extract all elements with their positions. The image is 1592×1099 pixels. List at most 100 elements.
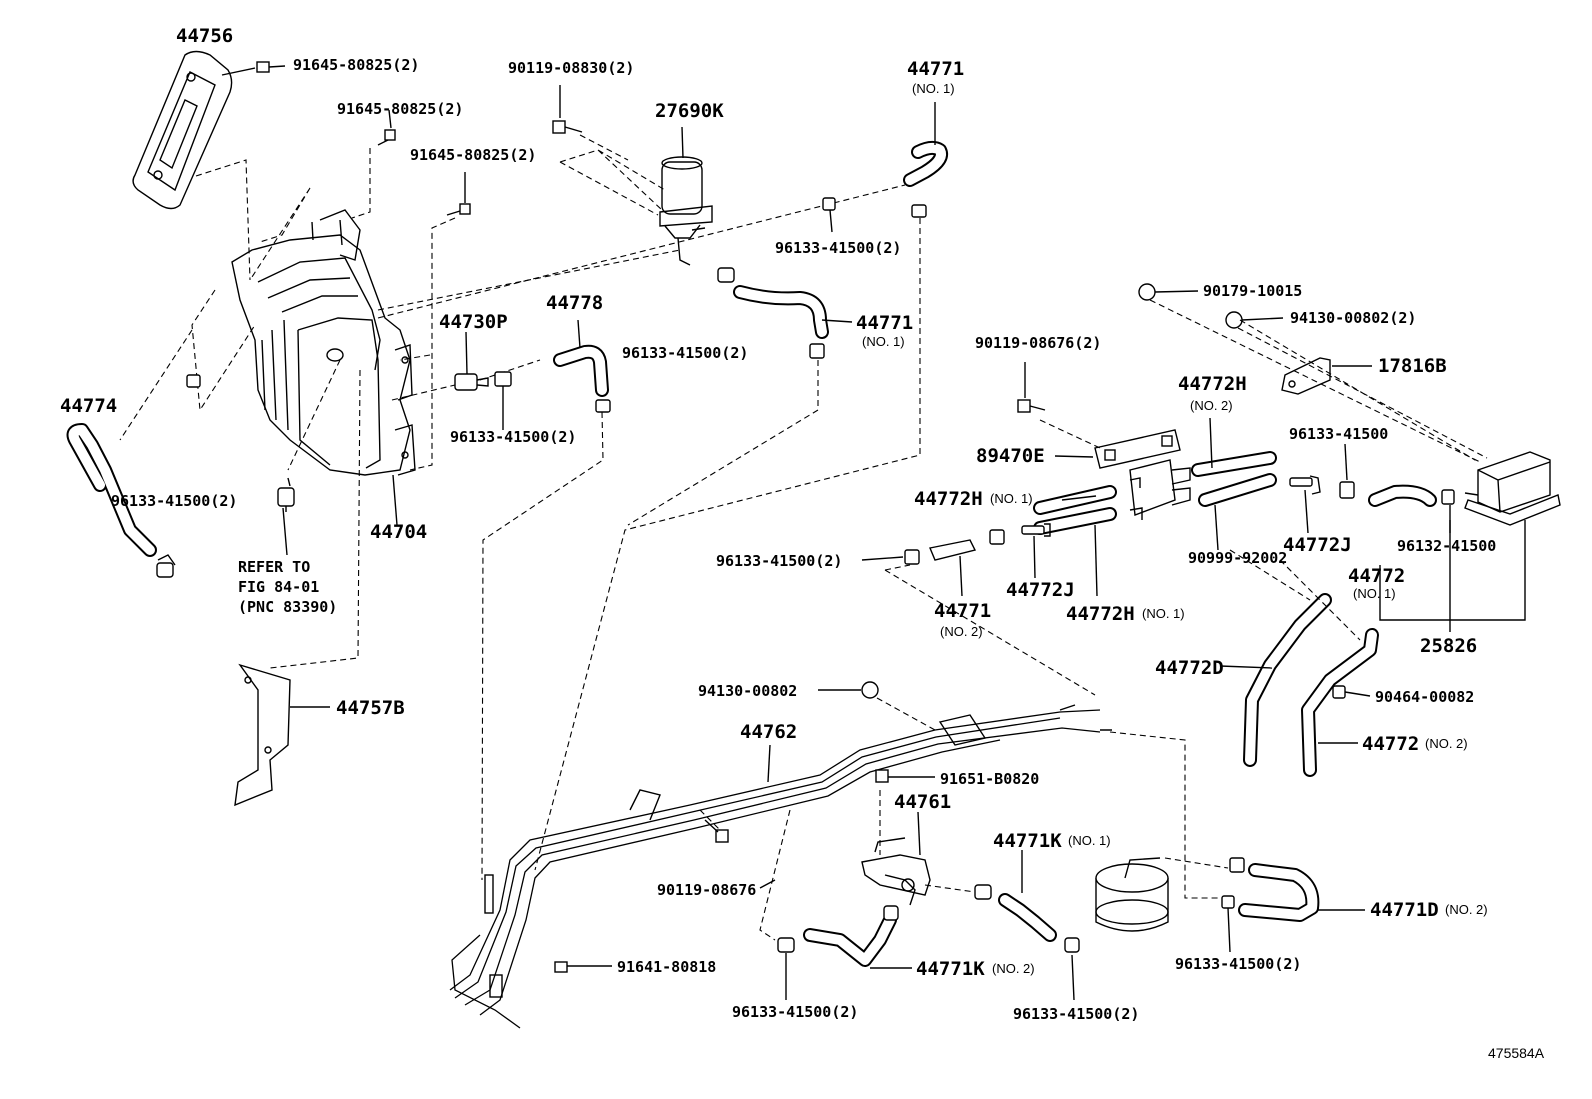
label-90119-08676-2: 90119-08676(2) — [975, 334, 1101, 352]
label-44772J-right: 44772J — [1283, 534, 1352, 556]
clamp-k1b — [1064, 937, 1080, 953]
bolt-90119-08676 — [704, 819, 729, 843]
label-96132: 96132-41500 — [1397, 537, 1496, 555]
canister-25826 — [1464, 451, 1561, 526]
label-44730P: 44730P — [439, 311, 508, 333]
note-44771-no2: (NO. 2) — [940, 624, 983, 639]
clamp-right — [1339, 481, 1355, 499]
bolt-91645-b — [377, 129, 396, 146]
clamp-k2b — [883, 905, 899, 921]
cap-90464 — [1332, 685, 1346, 699]
label-96133-g: 96133-41500(2) — [1175, 955, 1301, 973]
fitting-44772J-left — [1021, 523, 1051, 537]
clamp-top-mid — [822, 197, 836, 211]
label-44771K-no1: 44771K — [993, 830, 1062, 852]
label-44771-mid: 44771 — [856, 312, 913, 334]
filter-44771D — [1095, 857, 1229, 932]
label-90999: 90999-92002 — [1188, 549, 1287, 567]
label-91645-a: 91645-80825(2) — [293, 56, 419, 74]
bolt-91641 — [554, 961, 568, 973]
hose-44772-no1 — [1368, 484, 1437, 507]
clamp-mid-a — [717, 267, 735, 283]
bolt-91645-a — [256, 61, 286, 73]
note-44772H-no1: (NO. 1) — [990, 491, 1033, 506]
clamp-d-b — [1221, 895, 1235, 909]
note-44771K-no1: (NO. 1) — [1068, 833, 1111, 848]
hose-44771D — [1238, 863, 1320, 922]
refer-line-3: (PNC 83390) — [238, 598, 337, 616]
note-44772-no2: (NO. 2) — [1425, 736, 1468, 751]
canister-44704 — [231, 209, 416, 476]
label-94130-bot: 94130-00802 — [698, 682, 797, 700]
label-90179: 90179-10015 — [1203, 282, 1302, 300]
hose-44778 — [553, 319, 609, 397]
label-44772H-no1: 44772H — [914, 488, 983, 510]
label-96133-d: 96133-41500(2) — [716, 552, 842, 570]
label-44771D: 44771D — [1370, 899, 1439, 921]
bolt-91645-c — [446, 203, 471, 216]
nut-94130-top — [1225, 311, 1243, 329]
clamp-c — [494, 371, 512, 387]
label-44772H-no1b: 44772H — [1066, 603, 1135, 625]
label-96133-mid: 96133-41500(2) — [622, 344, 748, 362]
shield-plate-44756 — [132, 50, 233, 210]
label-90119-08830: 90119-08830(2) — [508, 59, 634, 77]
note-44772H-top: (NO. 2) — [1190, 398, 1233, 413]
label-44774: 44774 — [60, 395, 117, 417]
bolt-90119-08676-2 — [1017, 399, 1046, 413]
clamp-d2 — [989, 529, 1005, 545]
clamp-d1 — [904, 549, 920, 565]
label-96133-left: 96133-41500(2) — [111, 492, 237, 510]
fitting-44772J-right — [1289, 475, 1321, 495]
label-17816B: 17816B — [1378, 355, 1447, 377]
label-44761: 44761 — [894, 791, 951, 813]
bolt-91651 — [875, 769, 889, 783]
clamp-mid-b — [809, 343, 825, 359]
bracket-89470E — [1094, 429, 1191, 520]
label-44772J-left: 44772J — [1006, 579, 1075, 601]
label-96133-right: 96133-41500 — [1289, 425, 1388, 443]
note-44771-top: (NO. 1) — [912, 81, 955, 96]
note-44771K-no2: (NO. 2) — [992, 961, 1035, 976]
clamp-d-a — [1229, 857, 1245, 873]
bolt-90119-08830 — [552, 85, 583, 134]
hose-44774 — [66, 423, 176, 578]
nut-94130-bot — [861, 681, 879, 699]
sensor-refer — [277, 477, 295, 512]
label-94130-top: 94130-00802(2) — [1290, 309, 1416, 327]
clamp-96132 — [1441, 489, 1455, 505]
label-44756: 44756 — [176, 25, 233, 47]
clamp-top-right — [911, 204, 927, 218]
clamp-left — [186, 374, 201, 388]
label-25826: 25826 — [1420, 635, 1477, 657]
vsv-27690K — [659, 126, 713, 266]
label-90119-08676: 90119-08676 — [657, 881, 756, 899]
label-44772-no1: 44772 — [1348, 565, 1405, 587]
note-44772H-no1b: (NO. 1) — [1142, 606, 1185, 621]
pipes-44762 — [449, 704, 1112, 1029]
hose-44772-no2 — [1301, 628, 1379, 777]
diagram-id: 475584A — [1488, 1045, 1545, 1061]
label-91641: 91641-80818 — [617, 958, 716, 976]
refer-line-1: REFER TO — [238, 558, 310, 576]
note-44771-mid: (NO. 1) — [862, 334, 905, 349]
label-91651: 91651-B0820 — [940, 770, 1039, 788]
valve-44730P — [454, 331, 489, 391]
label-91645-b: 91645-80825(2) — [337, 100, 463, 118]
hose-44771-mid — [733, 285, 829, 339]
label-44771-top: 44771 — [907, 58, 964, 80]
clamp-k1a — [974, 884, 992, 900]
label-91645-c: 91645-80825(2) — [410, 146, 536, 164]
hose-44771-top — [903, 102, 948, 187]
hose-44772D — [1243, 593, 1332, 767]
label-96133-e: 96133-41500(2) — [732, 1003, 858, 1021]
clamp-k2a — [777, 937, 795, 953]
nut-90179 — [1138, 283, 1156, 301]
label-44704: 44704 — [370, 521, 427, 543]
hose-44771K-no2 — [803, 913, 897, 967]
label-44778: 44778 — [546, 292, 603, 314]
clamp-44778 — [595, 399, 611, 413]
label-96133-f: 96133-41500(2) — [1013, 1005, 1139, 1023]
